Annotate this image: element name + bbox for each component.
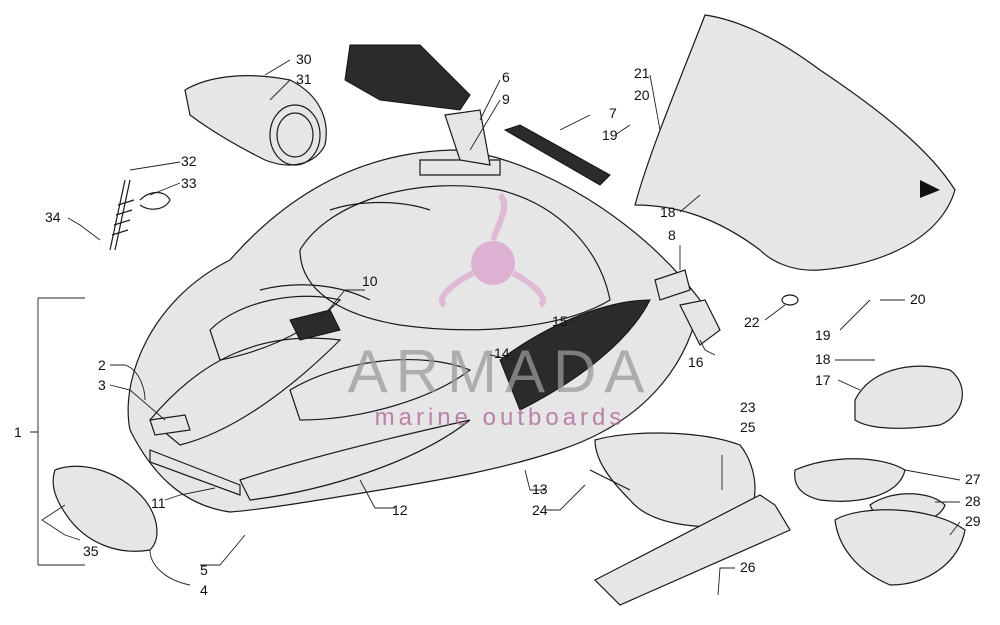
callout-1: 1 — [14, 424, 22, 440]
callout-9: 9 — [502, 91, 510, 107]
decal-8 — [654, 269, 691, 301]
watermark-brand: ARMADA — [348, 338, 653, 405]
callout-35: 35 — [83, 543, 99, 559]
callout-33: 33 — [181, 175, 197, 191]
trim-4 — [52, 465, 158, 552]
callout-20: 20 — [634, 87, 650, 103]
callout-4: 4 — [200, 582, 208, 598]
headlight-housing — [184, 75, 327, 166]
trim-16 — [679, 299, 721, 346]
callout-16: 16 — [688, 354, 704, 370]
strip-24 — [589, 469, 631, 491]
callout-10: 10 — [362, 273, 378, 289]
callout-26: 26 — [740, 559, 756, 575]
callout-34: 34 — [45, 209, 61, 225]
badge-3 — [149, 414, 191, 436]
deflector-17 — [854, 365, 963, 429]
pad-27 — [794, 458, 906, 502]
callout-30: 30 — [296, 51, 312, 67]
decal-6 — [344, 44, 471, 111]
callout-20-second: 20 — [910, 291, 926, 307]
callout-32: 32 — [181, 153, 197, 169]
callout-labels: 1 2 3 4 5 6 7 8 9 10 11 12 13 14 15 16 1… — [14, 51, 981, 598]
callout-14: 14 — [494, 345, 510, 361]
callout-29: 29 — [965, 513, 981, 529]
windshield-arrow — [920, 180, 940, 198]
callout-13: 13 — [532, 481, 548, 497]
watermark-tagline: marine outboards — [375, 404, 626, 431]
callout-31: 31 — [296, 71, 312, 87]
vent-10 — [289, 309, 341, 341]
callout-28: 28 — [965, 493, 981, 509]
callout-23: 23 — [740, 399, 756, 415]
watermark — [438, 192, 547, 308]
callout-22: 22 — [744, 314, 760, 330]
callout-19-second: 19 — [815, 327, 831, 343]
callout-3: 3 — [98, 377, 106, 393]
callout-24: 24 — [532, 502, 548, 518]
grommet-22 — [781, 294, 799, 306]
leader-lines — [30, 59, 961, 596]
callout-11: 11 — [151, 495, 166, 511]
callout-5: 5 — [200, 562, 208, 578]
callout-15: 15 — [552, 313, 568, 329]
callout-8: 8 — [668, 227, 676, 243]
grille-7 — [503, 124, 611, 186]
callout-18-second: 18 — [815, 351, 831, 367]
callout-6: 6 — [502, 69, 510, 85]
callout-12: 12 — [392, 502, 408, 518]
callout-25: 25 — [740, 419, 756, 435]
bumper-11 — [149, 449, 241, 496]
callout-7: 7 — [609, 105, 617, 121]
hood-body — [127, 149, 701, 513]
callout-18: 18 — [660, 204, 676, 220]
callout-2: 2 — [98, 357, 106, 373]
decal-9 — [444, 109, 491, 166]
rail-26 — [593, 494, 791, 606]
windshield-21 — [634, 14, 956, 271]
callout-21: 21 — [634, 65, 650, 81]
spring-assembly — [109, 179, 171, 251]
callout-19: 19 — [602, 127, 618, 143]
callout-27: 27 — [965, 471, 981, 487]
callout-17: 17 — [815, 372, 831, 388]
pad-29 — [834, 509, 966, 586]
